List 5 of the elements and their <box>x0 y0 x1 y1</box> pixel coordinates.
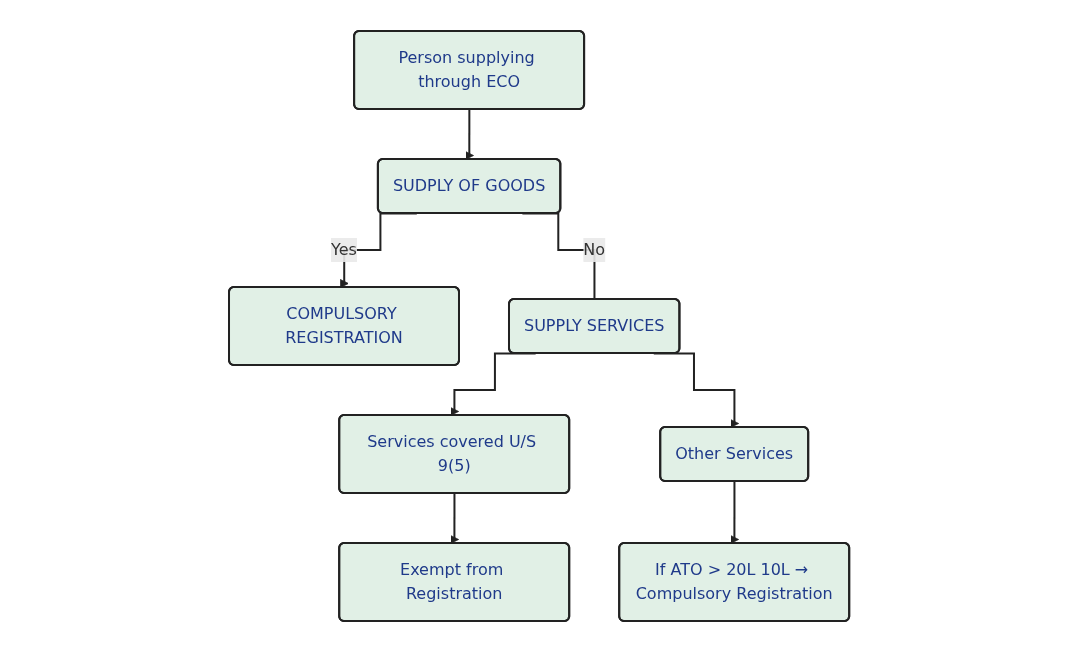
arrow <box>450 492 459 544</box>
edge-label: Yes <box>330 239 357 259</box>
arrow <box>730 480 739 544</box>
arrow <box>465 108 474 160</box>
edge-label: No <box>583 239 605 259</box>
